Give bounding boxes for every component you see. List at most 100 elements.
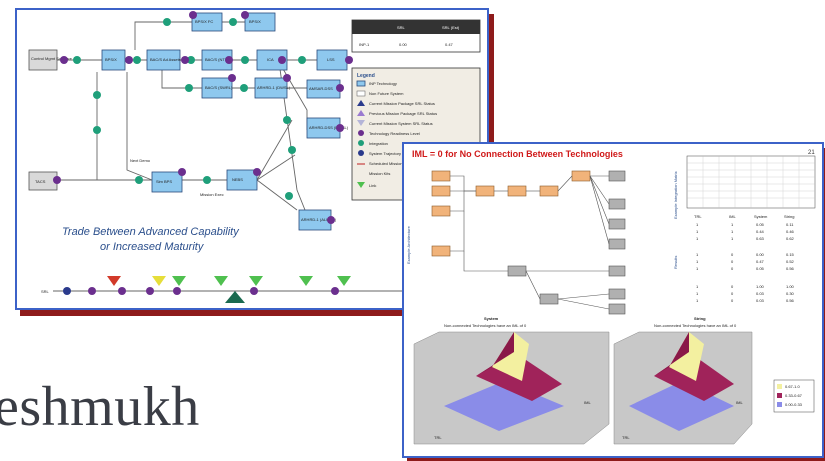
svg-text:1.00: 1.00 [756, 284, 765, 289]
svg-text:0.03: 0.03 [756, 291, 765, 296]
node-i: BPS/X [244, 12, 276, 32]
svg-text:TRL: TRL [434, 435, 442, 440]
page-number: 21 [808, 150, 815, 156]
results-rows: 1 1 0.05 0.11 1 1 0.44 0.46 1 1 0.63 0.6… [696, 222, 795, 303]
node-m: Sim BPS [151, 171, 183, 193]
svg-text:1: 1 [696, 298, 699, 303]
svg-text:0.52: 0.52 [786, 259, 795, 264]
svg-text:BPS/X: BPS/X [105, 57, 117, 62]
svg-text:System: System [754, 214, 768, 219]
svg-text:Technology Readiness Level: Technology Readiness Level [369, 131, 420, 136]
node-a: BPS/X [101, 49, 126, 71]
svg-text:1: 1 [696, 266, 699, 271]
svg-text:IML: IML [736, 400, 743, 405]
integration-matrix [686, 155, 816, 209]
svg-text:BPS/X: BPS/X [249, 19, 261, 24]
svg-text:0.67-1.0: 0.67-1.0 [785, 384, 800, 389]
side-label-architecture: Example Architecture [406, 225, 411, 264]
svg-text:String: String [784, 214, 794, 219]
node-j: AMSAR-DSS [306, 79, 341, 99]
svg-text:SRL: SRL [41, 289, 50, 294]
svg-text:IML: IML [729, 214, 736, 219]
svg-text:Sim BPS: Sim BPS [156, 179, 172, 184]
svg-text:BPS/X FC: BPS/X FC [195, 19, 213, 24]
svg-text:ARHRD-DSS (DWSL): ARHRD-DSS (DWSL) [309, 125, 349, 130]
svg-text:1: 1 [731, 236, 734, 241]
iml-surface-panel: IML = 0 for No Connection Between Techno… [402, 142, 824, 458]
svg-text:0.47: 0.47 [445, 42, 454, 47]
side-label-matrix: Example Integration Matrix [673, 171, 678, 219]
node-h: BPS/X FC [191, 12, 223, 32]
svg-text:INP-1: INP-1 [359, 42, 370, 47]
svg-text:NEBS: NEBS [232, 177, 243, 182]
svg-text:0.05: 0.05 [756, 222, 765, 227]
svg-text:1.00: 1.00 [786, 284, 795, 289]
node-b: BAC/S Ad Assets [146, 49, 181, 71]
readiness-badges [53, 11, 353, 224]
control-node: Control Mgmt Software [28, 49, 73, 71]
node-d: BAC/S (SWRL) [201, 77, 233, 99]
svg-text:1: 1 [696, 284, 699, 289]
caption-line-1: Trade Between Advanced Capability [62, 226, 240, 238]
node-e: ICA [256, 49, 288, 71]
svg-text:0: 0 [731, 284, 734, 289]
svg-text:Non Future System: Non Future System [369, 91, 404, 96]
system-surface-plot: System Non-connected Technologies have a… [413, 316, 610, 445]
svg-text:Current Mission System SRL Sta: Current Mission System SRL Status [369, 121, 433, 126]
svg-text:SRL: SRL [397, 25, 406, 30]
svg-text:BAC/S (NT1): BAC/S (NT1) [205, 57, 229, 62]
string-surface-plot: String Non-connected Technologies have a… [613, 316, 753, 445]
caption-line-2: or Increased Maturity [100, 241, 205, 253]
svg-text:1: 1 [696, 236, 699, 241]
tacs-node: TACS [28, 171, 58, 191]
svg-text:0.33-0.67: 0.33-0.67 [785, 393, 803, 398]
svg-text:ICA: ICA [267, 57, 274, 62]
node-f: LSS [316, 49, 348, 71]
svg-text:TRL: TRL [622, 435, 630, 440]
svg-text:ARHRD-1 (ALWAS): ARHRD-1 (ALWAS) [301, 217, 337, 222]
svg-text:BAC/S Ad Assets: BAC/S Ad Assets [150, 57, 181, 62]
svg-text:Legend: Legend [357, 73, 375, 79]
svg-text:1: 1 [696, 291, 699, 296]
svg-text:Scheduled Mission: Scheduled Mission [369, 161, 403, 166]
svg-text:0.15: 0.15 [786, 252, 795, 257]
svg-text:0.47: 0.47 [756, 259, 765, 264]
svg-text:Current Mission Package SRL St: Current Mission Package SRL Status [369, 101, 435, 106]
svg-text:TACS: TACS [35, 179, 46, 184]
node-n: NEBS [226, 169, 258, 191]
example-architecture [431, 170, 626, 315]
svg-text:0: 0 [731, 298, 734, 303]
svg-text:Previous Mission Package SRL S: Previous Mission Package SRL Status [369, 111, 437, 116]
svg-text:1: 1 [731, 229, 734, 234]
svg-text:0.44: 0.44 [756, 229, 765, 234]
flow-lines [57, 21, 317, 216]
svg-text:0: 0 [731, 266, 734, 271]
svg-text:1: 1 [696, 252, 699, 257]
svg-text:0.63: 0.63 [756, 236, 765, 241]
svg-text:0.56: 0.56 [786, 298, 795, 303]
svg-text:AMSAR-DSS: AMSAR-DSS [309, 86, 333, 91]
svg-text:0.62: 0.62 [786, 236, 795, 241]
svg-text:0.30: 0.30 [786, 291, 795, 296]
svg-text:TRL: TRL [694, 214, 702, 219]
svg-text:1: 1 [696, 222, 699, 227]
svg-text:System Trajectory: System Trajectory [369, 151, 401, 156]
results-table: TRL IML System String 1 1 0.05 0.11 1 1 … [694, 214, 795, 303]
svg-text:1: 1 [696, 229, 699, 234]
svg-text:Control Mgmt Software: Control Mgmt Software [31, 56, 73, 61]
svg-text:0.03: 0.03 [756, 298, 765, 303]
svg-text:System: System [484, 316, 499, 321]
svg-text:1: 1 [696, 259, 699, 264]
svg-text:Non-connected Technologies hav: Non-connected Technologies have an IML o… [654, 323, 737, 328]
svg-text:Non-connected Technologies hav: Non-connected Technologies have an IML o… [444, 323, 527, 328]
svg-text:0.00-0.33: 0.00-0.33 [785, 402, 803, 407]
svg-text:0.00: 0.00 [399, 42, 408, 47]
svg-text:0.11: 0.11 [786, 222, 794, 227]
svg-text:INP Technology: INP Technology [369, 81, 397, 86]
node-g: ARHRD-1 (DWSL) [254, 77, 291, 99]
svg-text:IML: IML [584, 400, 591, 405]
side-note-1: Next Demo [130, 158, 151, 163]
svg-text:LSS: LSS [327, 57, 335, 62]
svg-text:0.05: 0.05 [756, 266, 765, 271]
svg-text:Mission Kits: Mission Kits [369, 171, 390, 176]
